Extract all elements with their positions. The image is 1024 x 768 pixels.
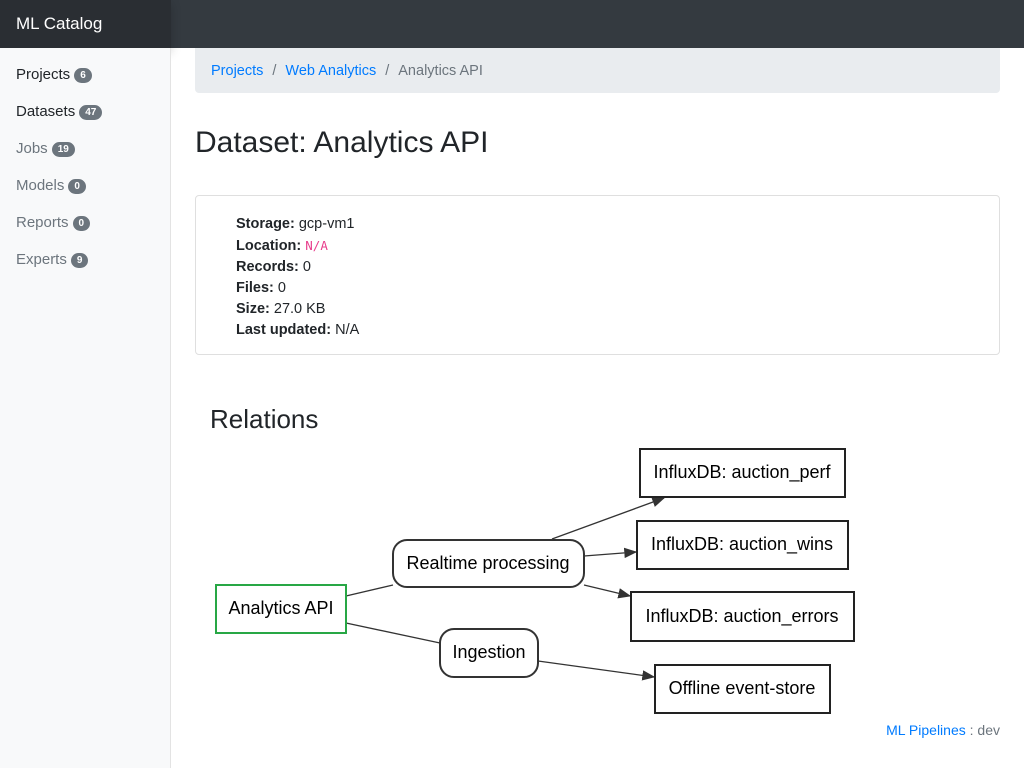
count-badge: 47 [79, 105, 103, 120]
detail-location: Location: N/A [236, 238, 328, 254]
svg-text:Analytics API: Analytics API [228, 598, 333, 618]
breadcrumb-current: Analytics API [398, 63, 483, 79]
sidebar-item-label: Datasets [16, 103, 76, 120]
edge [583, 584, 632, 599]
sidebar-item-label: Projects [16, 66, 71, 83]
footer: ML Pipelines : dev [886, 722, 1000, 738]
svg-text:Ingestion: Ingestion [452, 642, 525, 662]
detail-files: Files: 0 [236, 280, 286, 296]
count-badge: 0 [72, 216, 91, 231]
node-auction-errors[interactable]: InfluxDB: auction_errors [630, 591, 855, 642]
sidebar-item-label: Jobs [16, 140, 48, 157]
node-ingestion[interactable]: Ingestion [439, 628, 539, 678]
detail-last-updated: Last updated: N/A [236, 322, 360, 338]
node-offline-event-store[interactable]: Offline event-store [654, 664, 831, 714]
count-badge: 6 [74, 68, 92, 83]
svg-text:InfluxDB: auction_perf: InfluxDB: auction_perf [653, 462, 831, 483]
svg-text:InfluxDB: auction_errors: InfluxDB: auction_errors [645, 606, 838, 627]
count-badge: 9 [70, 253, 89, 268]
sidebar-item-label: Models [16, 177, 65, 194]
breadcrumb-web-analytics[interactable]: Web Analytics [285, 63, 377, 79]
node-auction-wins[interactable]: InfluxDB: auction_wins [636, 520, 849, 570]
node-realtime-processing[interactable]: Realtime processing [392, 539, 585, 588]
sidebar-item-label: Experts [16, 251, 67, 268]
brand-logo[interactable]: ML Catalog [0, 0, 171, 48]
sidebar-item-label: Reports [16, 214, 69, 231]
node-analytics-api[interactable]: Analytics API [215, 584, 347, 634]
svg-text:InfluxDB: auction_wins: InfluxDB: auction_wins [651, 534, 833, 555]
breadcrumb-projects[interactable]: Projects [211, 63, 264, 79]
edge [537, 660, 656, 681]
edge [551, 497, 666, 540]
svg-text:Realtime processing: Realtime processing [406, 553, 569, 573]
breadcrumb: Projects/Web Analytics/Analytics API [195, 48, 1000, 93]
page-title: Dataset: Analytics API [195, 126, 489, 159]
count-badge: 0 [68, 179, 86, 194]
ml-pipelines-link[interactable]: ML Pipelines [886, 722, 966, 738]
relations-title: Relations [210, 404, 319, 434]
edge [345, 622, 441, 644]
node-auction-perf[interactable]: InfluxDB: auction_perf [639, 448, 846, 498]
detail-records: Records: 0 [236, 259, 311, 275]
edge [345, 584, 394, 597]
detail-storage: Storage: gcp-vm1 [236, 216, 355, 232]
environment: dev [977, 722, 1000, 738]
detail-size: Size: 27.0 KB [236, 301, 326, 317]
svg-text:Offline event-store: Offline event-store [669, 678, 816, 698]
count-badge: 19 [51, 142, 75, 157]
edge [583, 547, 638, 559]
details-card: Storage: gcp-vm1 Location: N/A Records: … [195, 195, 1000, 355]
